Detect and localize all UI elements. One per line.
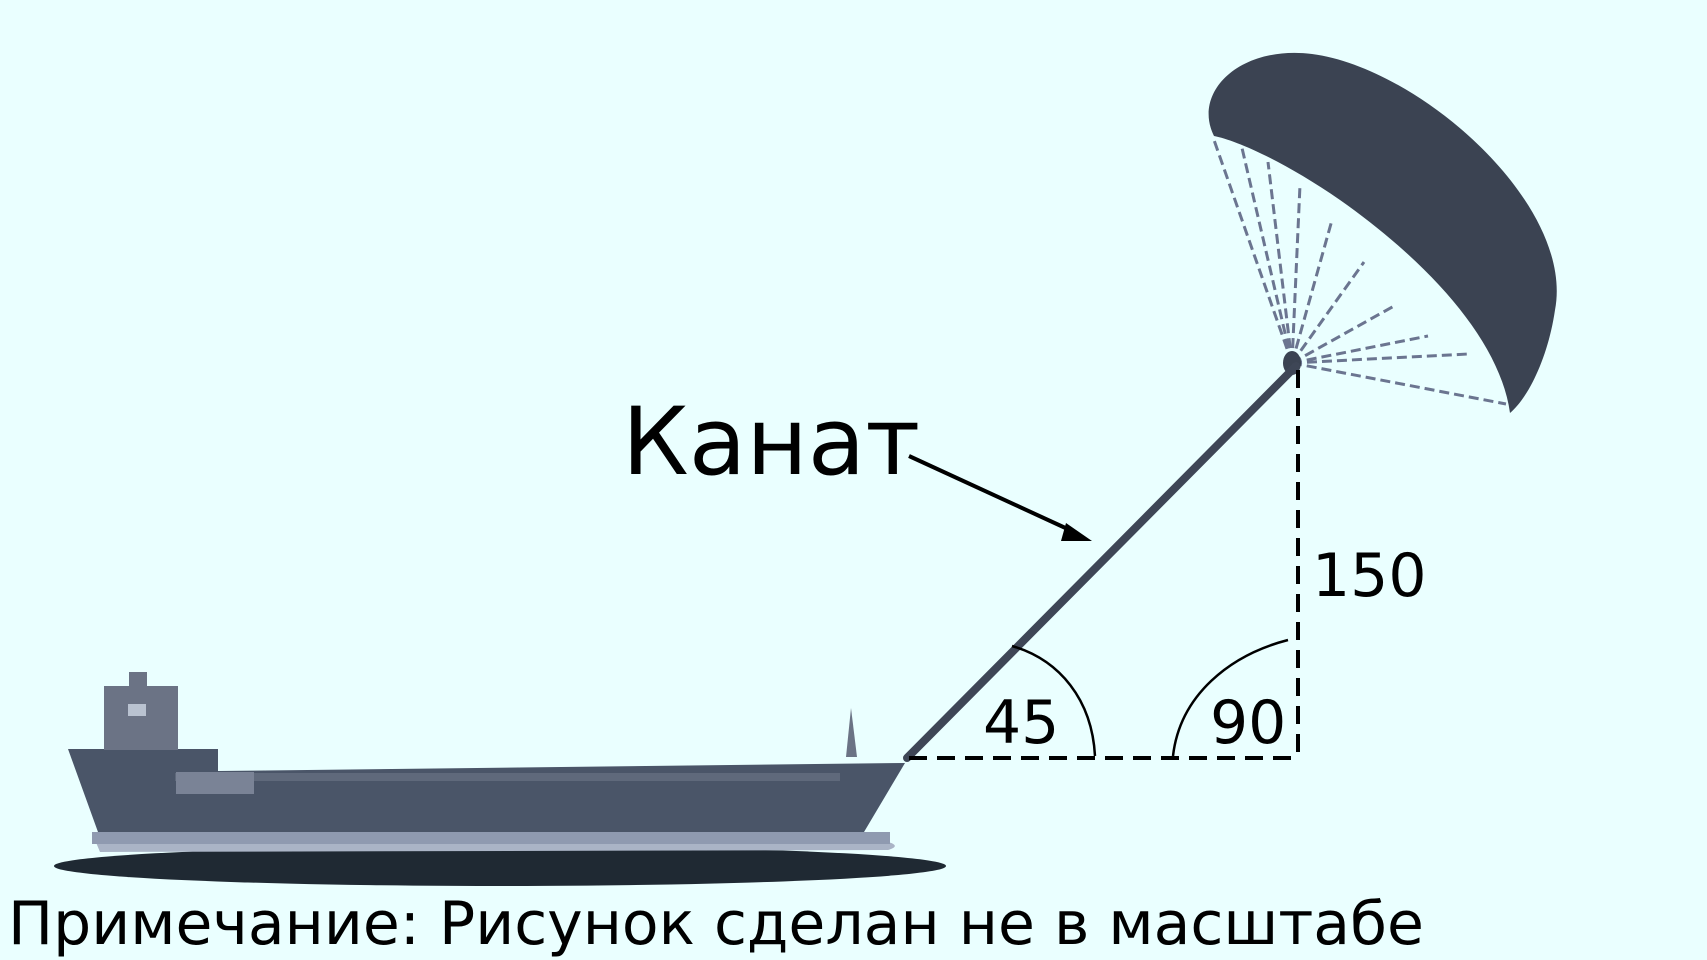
rope-label: Канат bbox=[622, 388, 920, 497]
rope bbox=[903, 362, 1300, 762]
ship-keel bbox=[92, 832, 890, 844]
kite-canopy bbox=[1208, 52, 1557, 413]
ship-chimney bbox=[129, 672, 147, 688]
ship-deck-stripe bbox=[175, 773, 840, 781]
ship-hull bbox=[68, 749, 905, 832]
rope-arrow bbox=[908, 454, 1092, 541]
angle-90-label: 90 bbox=[1210, 688, 1286, 758]
angle-arc-45 bbox=[1011, 644, 1097, 757]
ship-bow-mast bbox=[846, 708, 857, 757]
ship-deck-block bbox=[176, 772, 254, 794]
angle-45-label: 45 bbox=[983, 688, 1059, 758]
height-label: 150 bbox=[1312, 541, 1427, 611]
kite-icon bbox=[1208, 52, 1557, 413]
ship-window bbox=[128, 704, 146, 716]
ship-shadow bbox=[54, 846, 946, 886]
kite-lines bbox=[1212, 139, 1507, 406]
ship-superstructure bbox=[104, 686, 178, 750]
angle-arc-90 bbox=[1171, 638, 1289, 757]
scale-note: Примечание: Рисунок сделан не в масштабе bbox=[8, 889, 1424, 959]
ship-icon bbox=[54, 672, 946, 886]
